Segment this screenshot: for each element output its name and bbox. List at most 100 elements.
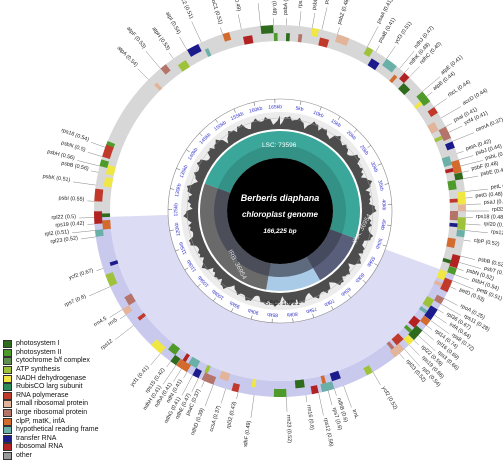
gene-leader [220, 27, 222, 34]
gene-label: ycf2 (0.67) [68, 268, 94, 282]
gene-label: atpA (0.54) [116, 45, 139, 68]
kb-tick [216, 119, 218, 122]
gene-leader [400, 353, 404, 358]
legend-item: cytochrome b/f complex [3, 357, 99, 366]
kb-tick-label: 165kb [268, 104, 282, 111]
kb-tick [170, 230, 174, 231]
gene-label: psaJ (0.48) [484, 199, 503, 206]
gene-label: atpI (0.54) [164, 11, 182, 35]
legend-label: large ribosomal protein [16, 409, 87, 417]
kb-tick [300, 101, 301, 105]
gene-leader [163, 365, 176, 384]
gene-leader [96, 268, 103, 270]
gene-leader [367, 26, 378, 46]
kb-tick-label: 90kb [247, 307, 259, 316]
gene-leader [414, 340, 419, 345]
species-name: Berberis diaphana [241, 193, 320, 203]
kb-tick-label: 50kb [374, 237, 383, 249]
legend-item: small ribosomal protein [3, 400, 99, 409]
gene-leader [465, 230, 488, 232]
legend-swatch [3, 418, 12, 426]
gene-leader [450, 287, 456, 290]
gene-block [243, 35, 253, 45]
gene-leader [449, 126, 463, 132]
legend-swatch [3, 349, 12, 357]
legend-swatch [3, 357, 12, 365]
legend-item: clpP, matK, infA [3, 417, 99, 426]
gene-label: petG (0.48) [475, 191, 503, 199]
gene-leader [238, 14, 241, 29]
gene-label: rpl20 (0.48) [483, 221, 503, 229]
gene-leader [462, 171, 469, 172]
gene-block [450, 199, 458, 203]
gene-block [295, 379, 305, 388]
legend-label: other [16, 452, 32, 460]
gene-block [95, 229, 104, 237]
gene-label: ycf1 (0.41) [129, 365, 150, 389]
legend-label: ATP synthesis [16, 366, 60, 374]
gene-label: ccsA (0.37) [209, 405, 223, 433]
gene-label: rrn4.5 [93, 316, 108, 329]
kb-tick-label: 125kb [173, 203, 179, 217]
gene-leader [182, 375, 193, 395]
gene-label: rpoC1 (0.51) [208, 0, 223, 25]
gene-label: rpoC2 (0.51) [176, 0, 194, 20]
gene-leader [404, 68, 409, 73]
gene-leader [120, 315, 126, 319]
legend-swatch [3, 435, 12, 443]
gene-leader [328, 391, 332, 405]
gene-label: rpl32 (0.43) [226, 401, 238, 429]
gene-leader [457, 268, 464, 270]
gene-label: ycf3 (0.51) [394, 21, 414, 45]
kb-tick-label: 80kb [286, 310, 298, 317]
genome-length: 166,225 bp [263, 228, 296, 235]
kb-tick [185, 268, 188, 270]
legend-label: photosystem I [16, 340, 60, 348]
legend-swatch [3, 443, 12, 451]
legend-label: clpP, matK, infA [16, 418, 65, 426]
gene-block [94, 211, 102, 224]
gene-leader [452, 133, 473, 142]
gene-leader [138, 69, 149, 80]
gene-label: psbD (0.48) [311, 0, 322, 10]
lsc-label: LSC: 73596 [262, 142, 297, 149]
kb-tick [385, 184, 389, 185]
kb-tick [170, 189, 174, 190]
gene-label: psbZ (0.48) [337, 0, 351, 25]
gene-leader [444, 298, 457, 305]
gene-leader [205, 385, 213, 406]
gene-leader [89, 287, 110, 296]
kb-tick [313, 314, 314, 318]
gene-leader [465, 189, 488, 191]
gene-leader [201, 381, 204, 387]
kb-tick [331, 306, 333, 310]
legend-item: other [3, 452, 99, 460]
gene-leader [299, 11, 301, 26]
gene-leader [337, 27, 339, 34]
kb-tick-label: 35kb [376, 180, 385, 192]
kb-tick [198, 284, 201, 287]
gene-block [274, 389, 287, 397]
gene-leader [455, 275, 469, 280]
gene-label: rps14 (0.47) [297, 0, 306, 8]
gene-leader [466, 224, 481, 225]
gene-leader [73, 182, 96, 185]
legend-swatch [3, 375, 12, 383]
kb-tick [176, 168, 180, 170]
gene-leader [409, 345, 419, 356]
gene-block [102, 220, 111, 230]
gene-leader [319, 393, 324, 415]
gene-label: petL (0.48) [490, 182, 503, 191]
gene-label: rrn16 (0.6) [305, 405, 314, 431]
gene-leader [446, 123, 452, 126]
gene-block [457, 192, 466, 205]
kb-tick-label: 75kb [305, 305, 317, 314]
gene-block [456, 230, 465, 238]
gene-block [261, 25, 274, 34]
gene-leader [344, 386, 352, 408]
kb-tick-label: 160kb [249, 106, 264, 115]
gene-block [450, 211, 458, 220]
legend-swatch [3, 383, 12, 391]
gene-leader [438, 310, 444, 314]
gene-label: atpF (0.53) [125, 26, 147, 50]
